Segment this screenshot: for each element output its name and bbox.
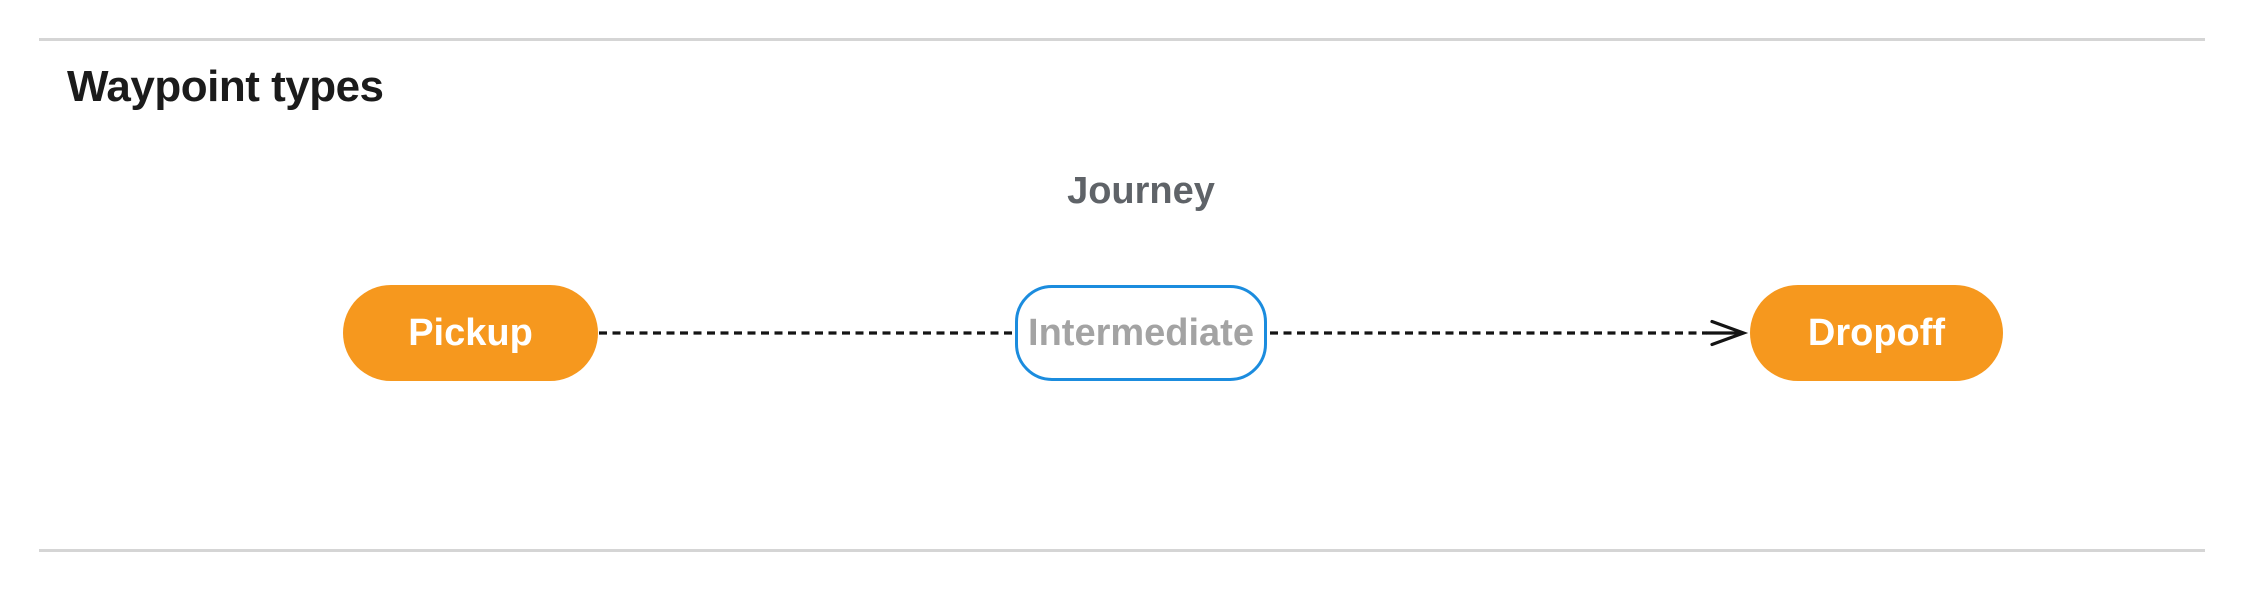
node-intermediate-label: Intermediate <box>1028 311 1254 354</box>
node-dropoff: Dropoff <box>1750 285 2003 381</box>
node-intermediate: Intermediate <box>1015 285 1267 381</box>
node-pickup-label: Pickup <box>408 311 533 354</box>
arrowhead-icon <box>1705 319 1749 347</box>
node-dropoff-label: Dropoff <box>1807 311 1946 354</box>
diagram-title: Journey <box>1067 170 1215 212</box>
bottom-divider <box>39 549 2205 552</box>
page-title: Waypoint types <box>67 62 384 111</box>
top-divider <box>39 38 2205 41</box>
node-pickup: Pickup <box>343 285 598 381</box>
